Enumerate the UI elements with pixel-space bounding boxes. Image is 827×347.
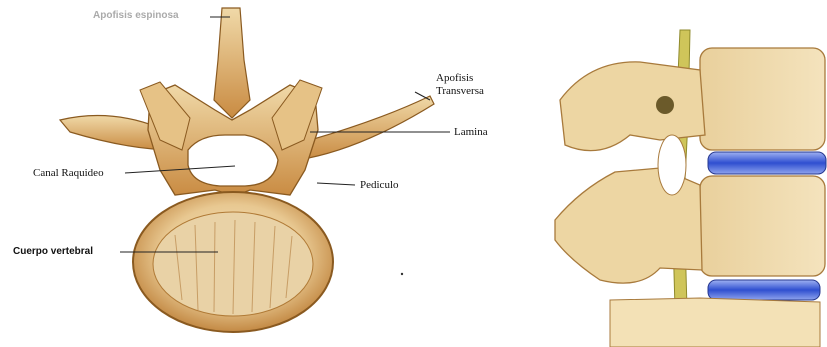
upper-intervertebral-disc	[708, 152, 826, 174]
label-pediculo: Pediculo	[360, 179, 399, 191]
label-cuerpo-vertebral: Cuerpo vertebral	[13, 246, 93, 258]
lower-intervertebral-disc	[708, 280, 820, 300]
spinal-canal	[188, 135, 278, 186]
label-apofisis-transversa-line2: Transversa	[436, 85, 484, 97]
vertebra-top-view	[60, 8, 450, 332]
label-apofisis-espinosa: Apofisis espinosa	[93, 10, 179, 22]
label-canal-raquideo: Canal Raquideo	[33, 167, 104, 179]
nerve-root-upper	[656, 96, 674, 114]
label-lamina: Lamina	[454, 126, 488, 138]
lower-vertebral-body	[700, 176, 825, 276]
spinous-process	[214, 8, 250, 118]
intervertebral-foramen	[658, 135, 686, 195]
stray-dot	[401, 273, 403, 275]
upper-vertebral-body	[700, 48, 825, 150]
base-vertebra	[610, 298, 820, 347]
upper-posterior-elements	[560, 62, 705, 151]
spine-lateral-view	[555, 30, 826, 347]
label-apofisis-transversa-line1: Apofisis	[436, 72, 473, 84]
